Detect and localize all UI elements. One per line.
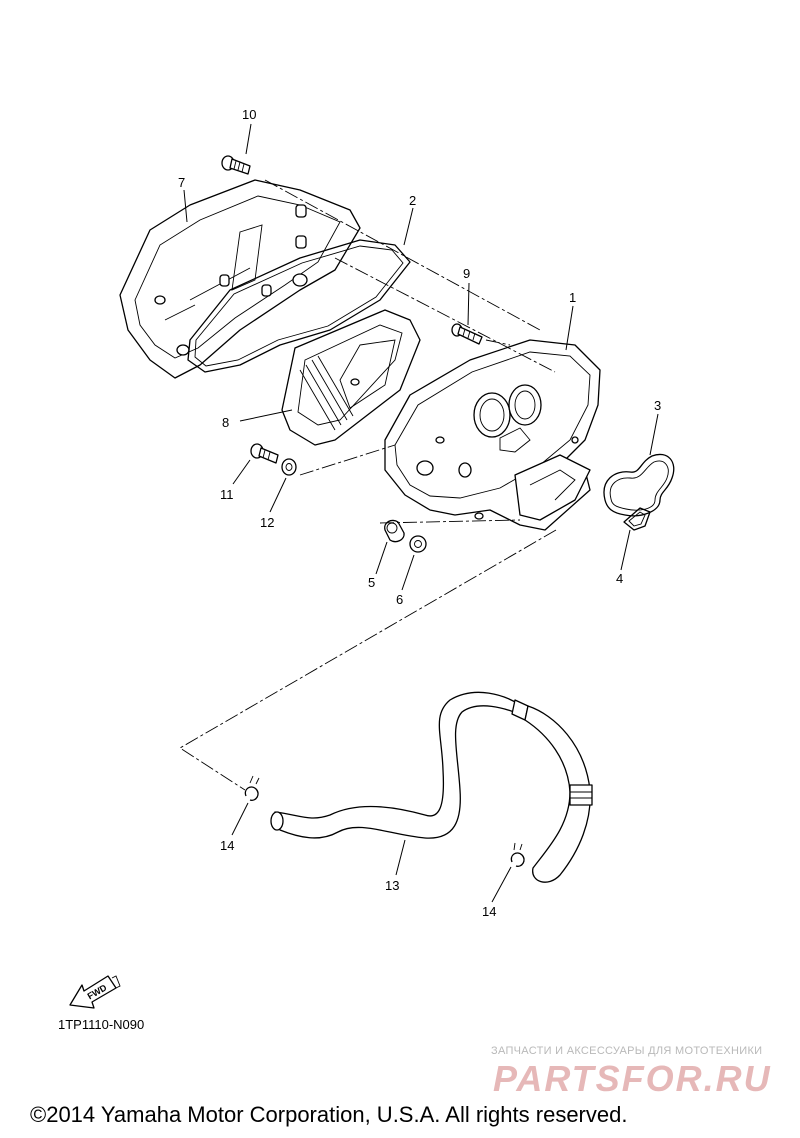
part-3-o-ring xyxy=(603,453,675,517)
callout-14-right: 14 xyxy=(482,904,496,919)
callout-labels: 10 7 2 9 1 3 8 11 12 5 6 4 14 13 14 xyxy=(178,107,661,919)
assembly-lines xyxy=(179,179,557,791)
part-14-clamp-right xyxy=(510,842,525,867)
part-8-filter-element xyxy=(281,309,421,446)
part-13-hose xyxy=(270,691,593,883)
part-5-grommet xyxy=(384,519,405,543)
watermark-tagline: ЗАПЧАСТИ И АКСЕССУАРЫ ДЛЯ МОТОТЕХНИКИ xyxy=(491,1045,763,1057)
callout-2: 2 xyxy=(409,193,416,208)
part-6-collar xyxy=(409,535,427,553)
callout-13: 13 xyxy=(385,878,399,893)
part-12-washer xyxy=(281,458,297,476)
watermark-logo: PARTSFOR.RU xyxy=(493,1058,772,1099)
copyright-notice: ©2014 Yamaha Motor Corporation, U.S.A. A… xyxy=(30,1102,628,1127)
part-9-screw xyxy=(451,323,483,345)
callout-5: 5 xyxy=(368,575,375,590)
part-2-gasket xyxy=(187,239,411,373)
callout-7: 7 xyxy=(178,175,185,190)
callout-3: 3 xyxy=(654,398,661,413)
part-11-bolt xyxy=(250,443,279,464)
callout-11: 11 xyxy=(220,487,234,502)
part-7-case-cover xyxy=(119,179,361,379)
callout-4: 4 xyxy=(616,571,623,586)
callout-1: 1 xyxy=(569,290,576,305)
part-14-clamp-left xyxy=(244,775,260,801)
fwd-arrow-icon: FWD xyxy=(69,975,121,1009)
part-1-filter-case xyxy=(384,339,601,531)
callout-6: 6 xyxy=(396,592,403,607)
callout-8: 8 xyxy=(222,415,229,430)
callout-12: 12 xyxy=(260,515,274,530)
drawing-code: 1TP1110-N090 xyxy=(58,1017,145,1032)
callout-14-left: 14 xyxy=(220,838,234,853)
callout-9: 9 xyxy=(463,266,470,281)
part-4-small-gasket xyxy=(623,507,651,531)
callout-10: 10 xyxy=(242,107,256,122)
part-10-screw xyxy=(221,155,251,175)
leader-lines xyxy=(183,123,659,903)
